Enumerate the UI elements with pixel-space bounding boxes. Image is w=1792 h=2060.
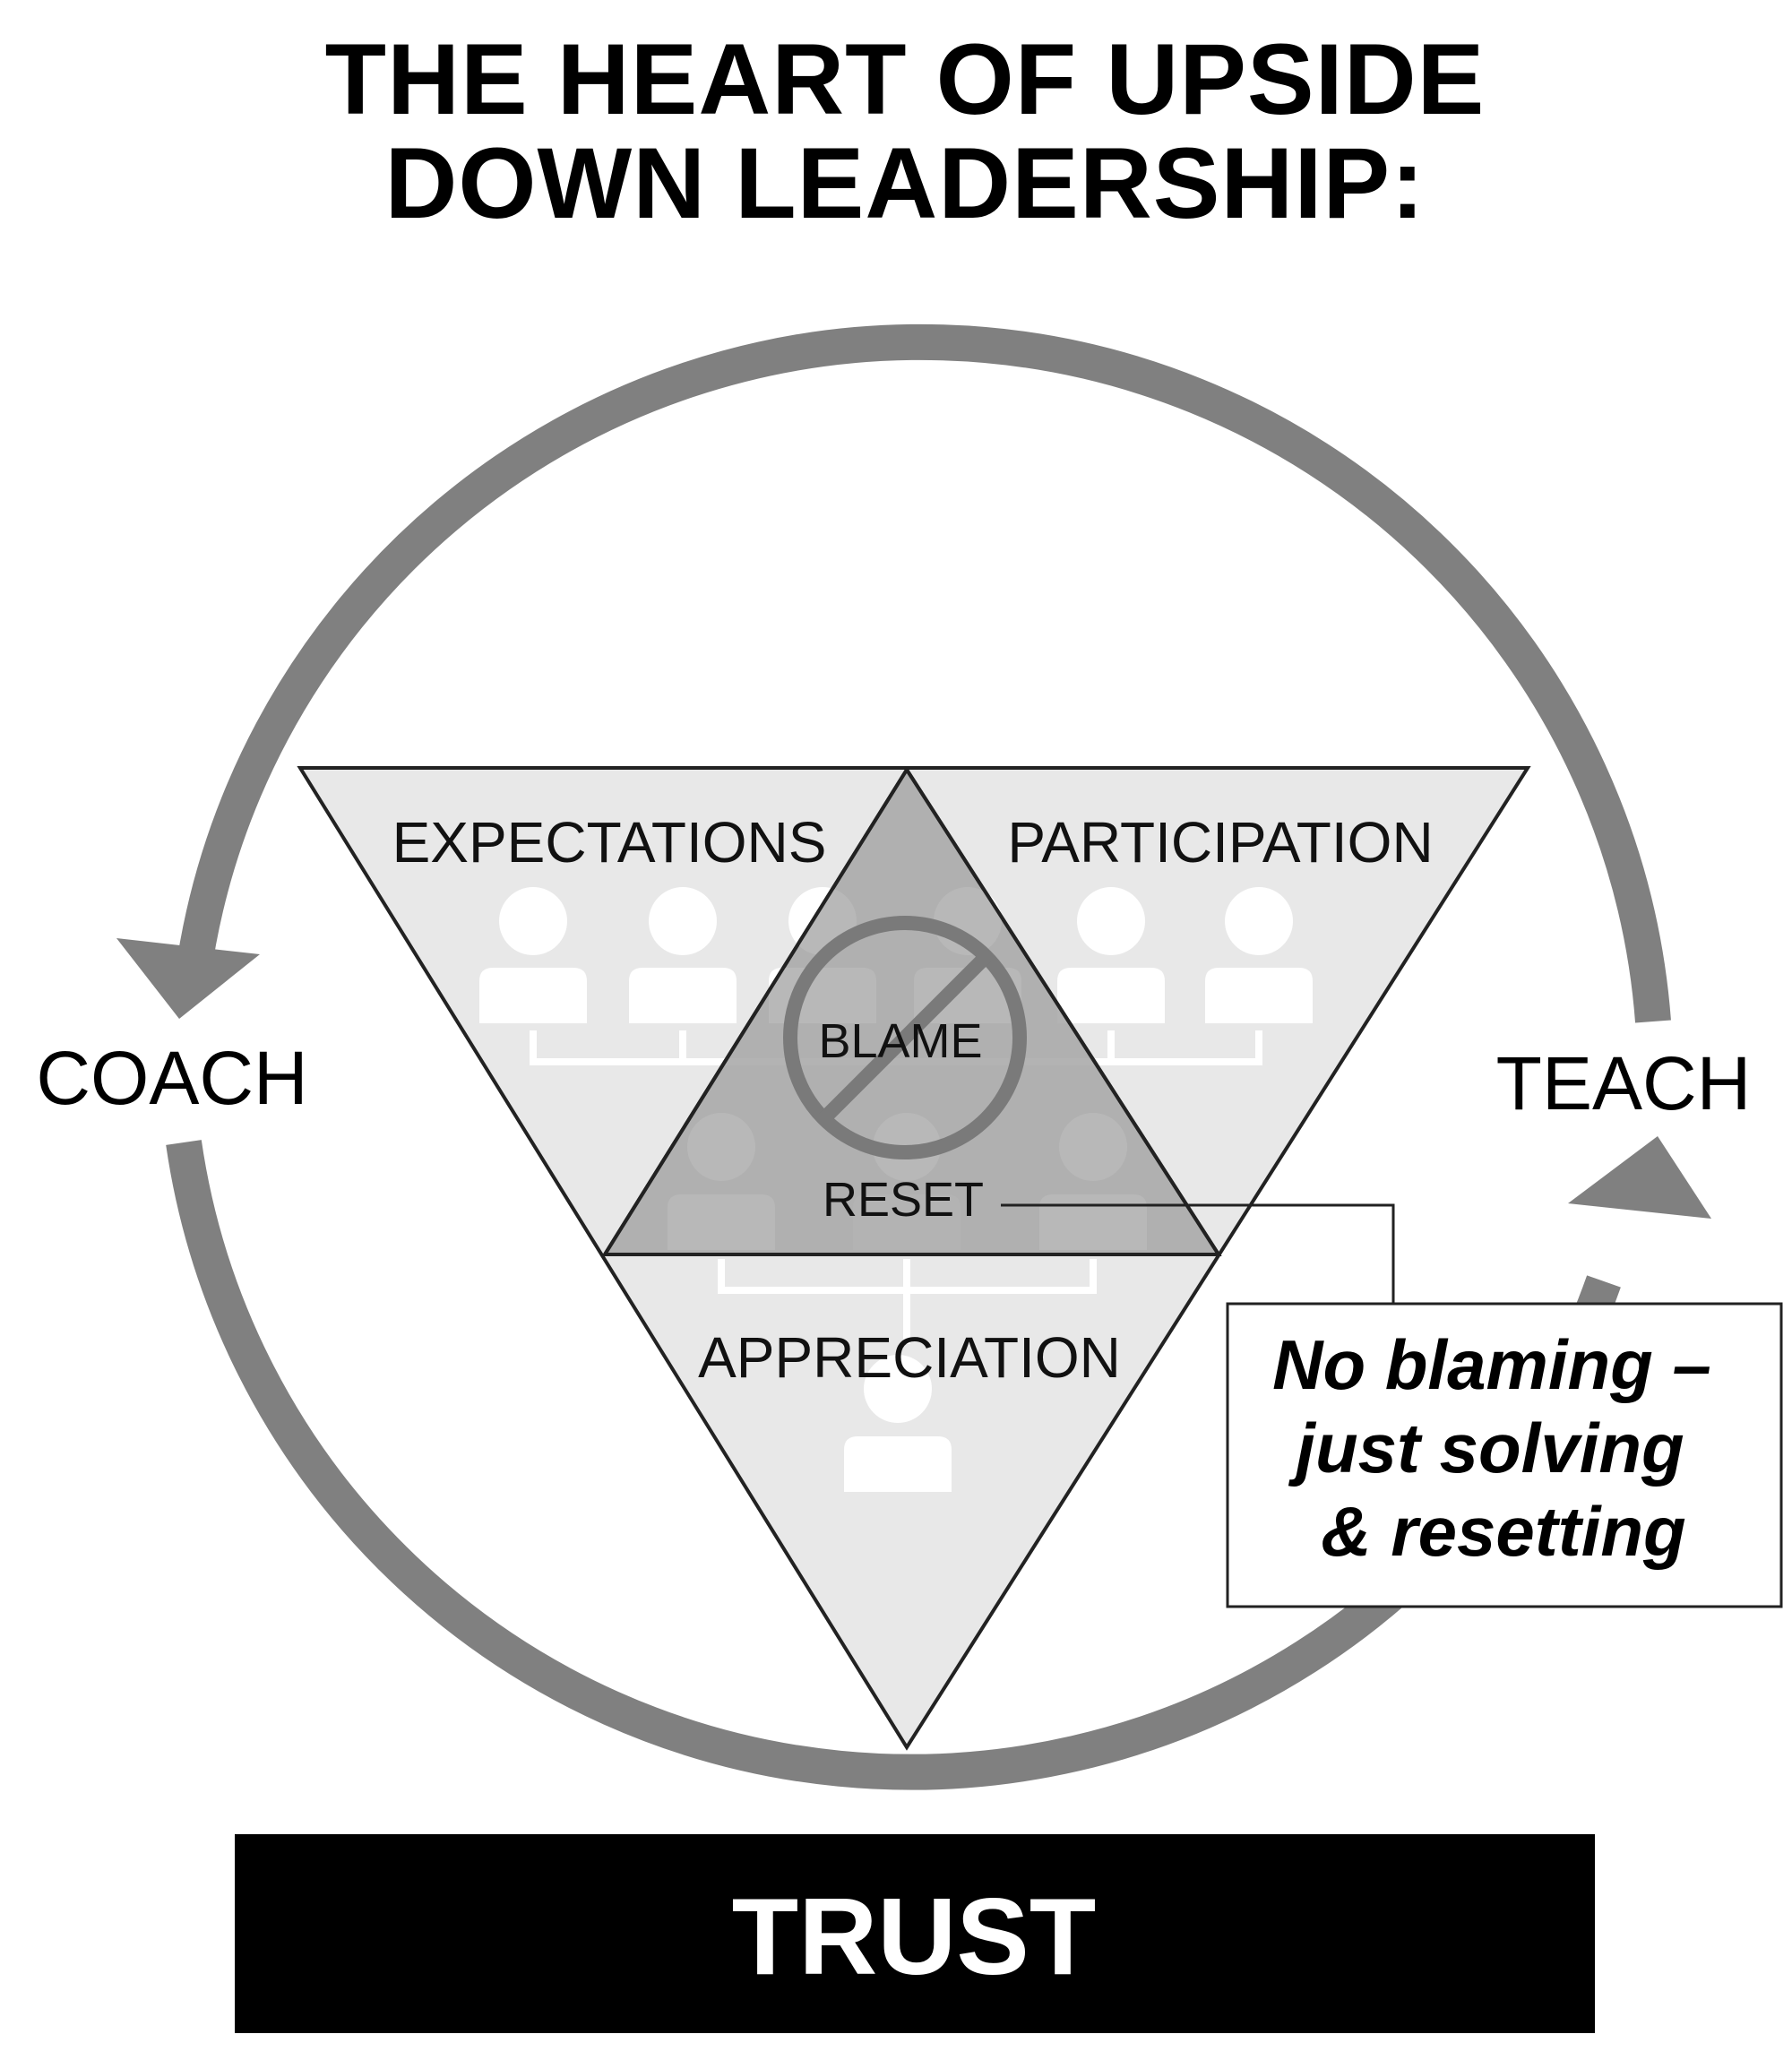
coach-arrowhead-icon bbox=[116, 938, 260, 1019]
teach-label: TEACH bbox=[1496, 1041, 1752, 1125]
expectations-label: EXPECTATIONS bbox=[392, 810, 827, 875]
prohibition-icon bbox=[783, 916, 1027, 1159]
coach-label: COACH bbox=[36, 1036, 307, 1120]
callout-box bbox=[1226, 1302, 1783, 1608]
title-line-2: DOWN LEADERSHIP: bbox=[385, 127, 1426, 239]
callout-connector bbox=[1001, 1203, 1395, 1304]
participation-label: PARTICIPATION bbox=[1007, 810, 1433, 875]
teach-arrowhead-icon bbox=[1568, 1136, 1711, 1219]
blame-label: BLAME bbox=[818, 1014, 982, 1068]
callout-line-1: No blaming – bbox=[1272, 1325, 1711, 1404]
center-edge-right bbox=[905, 768, 1220, 1256]
cycle-arc-upper bbox=[175, 323, 1671, 1023]
center-edge-left bbox=[603, 768, 909, 1256]
person-icon bbox=[479, 887, 587, 1023]
person-icon bbox=[1057, 887, 1165, 1023]
person-icon bbox=[1205, 887, 1313, 1023]
trust-label: TRUST bbox=[732, 1875, 1097, 1997]
person-icon bbox=[629, 887, 737, 1023]
title-line-1: THE HEART OF UPSIDE bbox=[325, 23, 1486, 135]
reset-label: RESET bbox=[823, 1173, 984, 1227]
callout-line-2: just solving bbox=[1288, 1409, 1684, 1487]
trust-bar bbox=[235, 1834, 1595, 2033]
person-icon bbox=[844, 1355, 952, 1492]
appreciation-label: APPRECIATION bbox=[698, 1325, 1121, 1390]
callout-line-3: & resetting bbox=[1321, 1492, 1685, 1571]
